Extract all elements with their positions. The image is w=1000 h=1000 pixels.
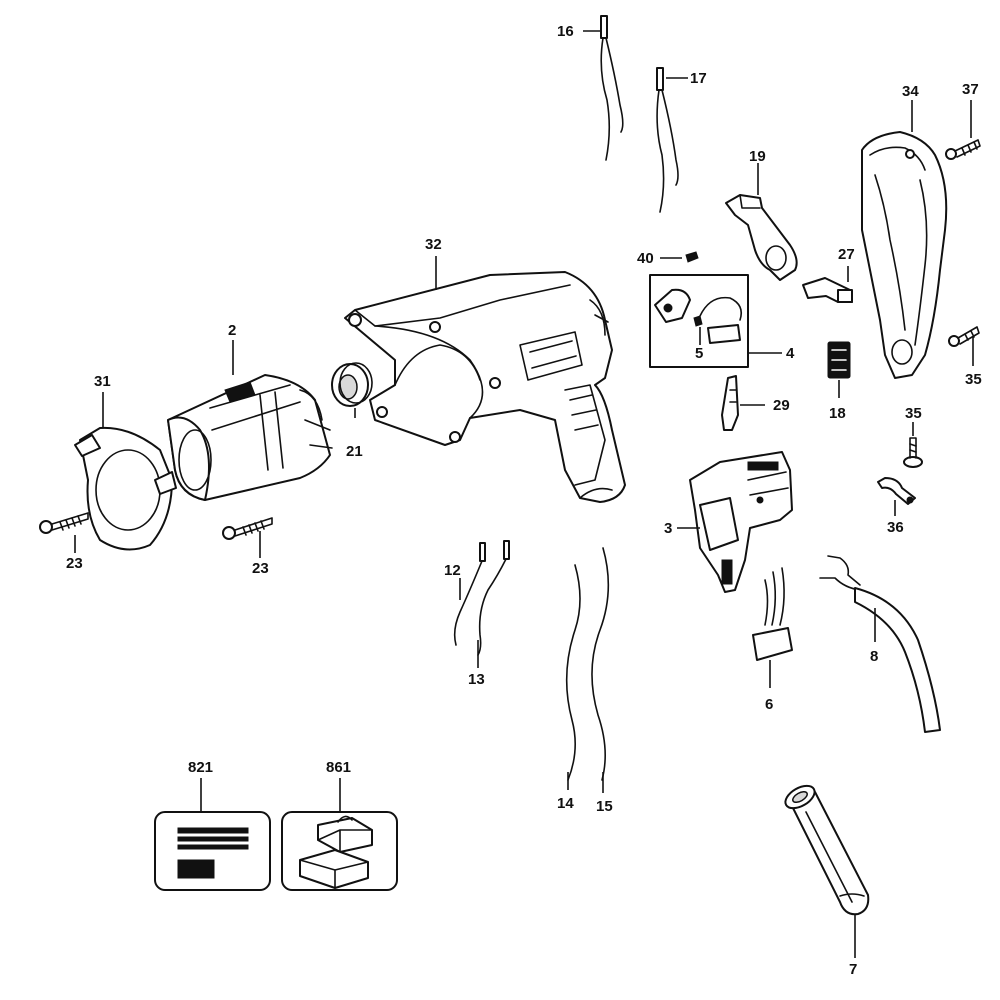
callout-15: 15 xyxy=(596,798,613,815)
part-35-screw-lower xyxy=(903,422,923,468)
callout-21: 21 xyxy=(346,443,363,460)
part-2-field-stator xyxy=(167,340,333,501)
callout-7: 7 xyxy=(849,961,858,978)
part-40-screw xyxy=(660,251,699,263)
callout-35-lower: 35 xyxy=(905,405,922,422)
callout-34: 34 xyxy=(902,83,919,100)
callout-35-upper: 35 xyxy=(965,371,982,388)
part-37-screw xyxy=(945,100,981,160)
part-21-bearing xyxy=(331,362,373,418)
callout-31: 31 xyxy=(94,373,111,390)
callout-2: 2 xyxy=(228,322,237,339)
callout-23-left: 23 xyxy=(66,555,83,572)
callout-29: 29 xyxy=(773,397,790,414)
callout-27: 27 xyxy=(838,246,855,263)
part-861-carry-case xyxy=(281,778,398,891)
callout-13: 13 xyxy=(468,671,485,688)
part-29-slider xyxy=(721,375,765,431)
part-19-brush-holder xyxy=(725,163,798,281)
callout-18: 18 xyxy=(829,405,846,422)
part-27-actuator xyxy=(802,266,853,303)
part-3-switch xyxy=(677,451,793,593)
part-32-housing xyxy=(344,256,626,503)
callout-23-right: 23 xyxy=(252,560,269,577)
part-12-wire xyxy=(453,542,486,646)
callout-821: 821 xyxy=(188,759,214,776)
part-6-suppressor xyxy=(752,567,793,688)
part-14-wire xyxy=(565,564,581,790)
callout-17: 17 xyxy=(690,70,707,87)
part-13-wire xyxy=(477,540,510,668)
part-23-screw-right xyxy=(222,517,273,558)
part-15-wire xyxy=(591,547,610,793)
callout-8: 8 xyxy=(870,648,879,665)
part-7-side-handle xyxy=(784,784,870,958)
callout-16: 16 xyxy=(557,23,574,40)
callout-36: 36 xyxy=(887,519,904,536)
part-35-screw-upper xyxy=(948,326,980,366)
part-821-label xyxy=(154,778,271,891)
callout-19: 19 xyxy=(749,148,766,165)
callout-4: 4 xyxy=(786,345,795,362)
part-23-screw-left xyxy=(39,512,89,553)
callout-14: 14 xyxy=(557,795,574,812)
part-36-cord-clamp xyxy=(877,477,916,516)
callout-37: 37 xyxy=(962,81,979,98)
callout-5: 5 xyxy=(695,345,704,362)
part-16-lead xyxy=(583,15,624,161)
callout-32: 32 xyxy=(425,236,442,253)
part-34-handle xyxy=(861,100,948,379)
part-31-fan-baffle xyxy=(74,392,177,551)
callout-12: 12 xyxy=(444,562,461,579)
callout-861: 861 xyxy=(326,759,352,776)
part-17-lead xyxy=(656,67,688,213)
part-8-power-cord xyxy=(819,555,941,733)
callout-3: 3 xyxy=(664,520,673,537)
part-4-brush-kit xyxy=(649,274,782,368)
part-18-brush xyxy=(827,341,851,398)
callout-6: 6 xyxy=(765,696,774,713)
callout-40: 40 xyxy=(637,250,654,267)
